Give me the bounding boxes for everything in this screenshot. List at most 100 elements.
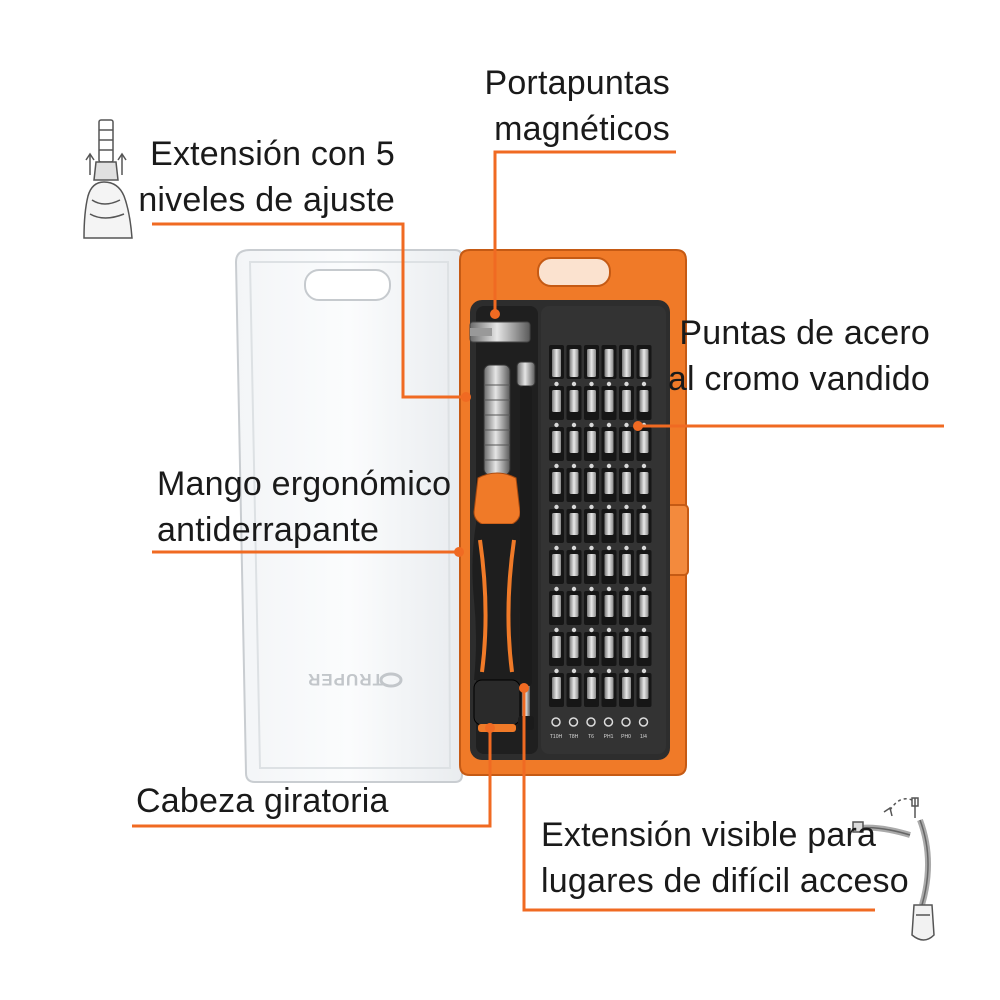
bit [587, 554, 596, 576]
bit-marker [554, 668, 559, 674]
bit [569, 677, 579, 699]
bit [587, 390, 596, 412]
bit-marker [624, 668, 629, 674]
label-puntas-acero: Puntas de acero al cromo vandido [668, 310, 930, 402]
bit-marker [641, 668, 647, 674]
bit [639, 636, 649, 658]
bit-size-symbol [586, 717, 596, 727]
bit [604, 677, 614, 699]
bit-marker [624, 545, 629, 551]
bit-size-label: PH0 [621, 734, 631, 740]
bit-marker [589, 586, 594, 592]
bit-marker [554, 463, 559, 469]
label-mango-line1: Mango ergonómico [157, 465, 452, 503]
bit-marker [554, 422, 559, 428]
bit-marker [624, 463, 629, 469]
label-extension-visible: Extensión visible para lugares de difíci… [541, 812, 909, 904]
bit [639, 472, 649, 494]
label-puntas-acero-line2: al cromo vandido [667, 360, 930, 398]
bit [604, 554, 614, 576]
bit-marker [606, 545, 612, 551]
bit [639, 349, 649, 377]
label-extension-niveles: Extensión con 5 niveles de ajuste [138, 131, 395, 223]
bit [569, 431, 579, 453]
bit-marker [641, 586, 647, 592]
bit-marker [624, 422, 629, 428]
label-puntas-acero-line1: Puntas de acero [679, 314, 930, 352]
bit [587, 431, 596, 453]
bit [552, 390, 561, 412]
label-extension-visible-line1: Extensión visible para [541, 816, 877, 854]
bit-marker [571, 463, 577, 469]
bit-marker [641, 463, 647, 469]
bit [622, 595, 631, 617]
bit [552, 431, 561, 453]
bit [639, 431, 649, 453]
bit-marker [606, 586, 612, 592]
bit-size-label: T6 [588, 734, 594, 740]
bit [639, 554, 649, 576]
bit [569, 349, 579, 377]
bit [569, 390, 579, 412]
bit-marker [554, 504, 559, 510]
bit [569, 595, 579, 617]
bit [587, 595, 596, 617]
bit [587, 472, 596, 494]
screwdriver-handle [472, 364, 522, 732]
bit [552, 595, 561, 617]
label-extension-visible-line2: lugares de difícil acceso [541, 862, 909, 900]
bit [622, 636, 631, 658]
bit [587, 513, 596, 535]
bit [569, 513, 579, 535]
bit [587, 677, 596, 699]
label-mango-line2: antiderrapante [157, 511, 380, 549]
bit-marker [571, 627, 577, 633]
bit-size-label: 1/4 [640, 734, 647, 740]
callout-line-cabeza [132, 730, 492, 828]
label-extension-niveles-line1: Extensión con 5 [150, 135, 395, 173]
bit [552, 677, 561, 699]
bit [622, 349, 631, 377]
bit [604, 431, 614, 453]
bit-marker [571, 586, 577, 592]
bit [622, 431, 631, 453]
bit-size-symbol [621, 717, 631, 727]
transparent-lid: TRUPER [234, 249, 463, 783]
bit [639, 677, 649, 699]
bit [552, 472, 561, 494]
bit [604, 595, 614, 617]
lid-logo: TRUPER [307, 670, 383, 689]
bit-marker [554, 627, 559, 633]
bit-marker [589, 627, 594, 633]
flexible-extension [516, 361, 536, 730]
bit [639, 390, 649, 412]
bit-marker [554, 545, 559, 551]
bit-marker [641, 504, 647, 510]
screwdriver-extend-icon [83, 119, 133, 239]
bit [622, 677, 631, 699]
bit [604, 513, 614, 535]
bit-marker [571, 381, 577, 387]
bit-size-symbol [638, 717, 649, 727]
bit [604, 390, 614, 412]
bit [569, 472, 579, 494]
bit [622, 390, 631, 412]
bit-grid [549, 345, 652, 707]
bit [552, 636, 561, 658]
label-portapuntas-line1: Portapuntas [484, 64, 670, 102]
bit-marker [606, 381, 612, 387]
bit [552, 349, 561, 377]
bit-marker [571, 545, 577, 551]
bit [552, 554, 561, 576]
bit-size-label: PH1 [604, 734, 614, 740]
bit-marker [589, 422, 594, 428]
bit-marker [589, 668, 594, 674]
bit [604, 349, 614, 377]
bit-marker [606, 463, 612, 469]
label-cabeza: Cabeza giratoria [136, 778, 389, 824]
bit-marker [641, 627, 647, 633]
bit-marker [589, 381, 594, 387]
bit-marker [589, 504, 594, 510]
